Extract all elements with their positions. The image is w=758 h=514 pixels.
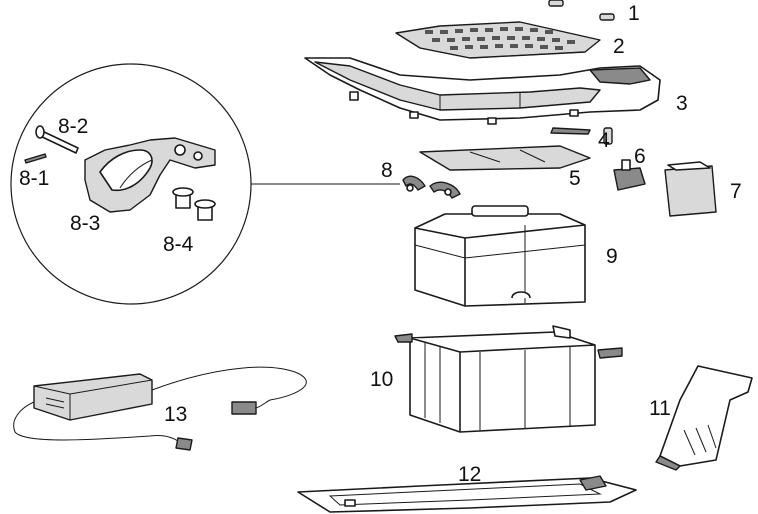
callout-13: 13 bbox=[164, 403, 187, 426]
part-3-upper-housing bbox=[304, 57, 661, 125]
part-10-battery-box bbox=[394, 325, 623, 433]
callout-8-4: 8-4 bbox=[163, 233, 194, 256]
part-8-4-bushings bbox=[172, 187, 216, 221]
part-8-3-bracket bbox=[84, 137, 216, 213]
callout-8-1: 8-1 bbox=[19, 167, 49, 190]
callout-5: 5 bbox=[569, 167, 581, 190]
part-7-cover bbox=[664, 161, 717, 217]
part-1-pins bbox=[548, 0, 615, 21]
callout-11: 11 bbox=[649, 397, 671, 420]
callout-8: 8 bbox=[381, 159, 393, 182]
callout-6: 6 bbox=[634, 145, 646, 168]
callout-9: 9 bbox=[606, 245, 618, 268]
part-8-1-split-pin bbox=[24, 153, 47, 164]
part-13-charger bbox=[13, 366, 307, 451]
detail-view-circle bbox=[10, 63, 252, 305]
part-8-2-pin bbox=[35, 125, 79, 154]
callout-2: 2 bbox=[613, 35, 625, 58]
part-4-bracket bbox=[550, 127, 613, 145]
callout-10: 10 bbox=[370, 368, 393, 391]
callout-1: 1 bbox=[628, 2, 640, 25]
part-12-base-tray bbox=[297, 475, 637, 513]
part-11-bracket bbox=[655, 365, 753, 471]
callout-7: 7 bbox=[730, 180, 742, 203]
callout-12: 12 bbox=[458, 463, 481, 486]
part-9-battery bbox=[414, 205, 586, 307]
callout-4: 4 bbox=[598, 129, 610, 152]
part-6-connector bbox=[613, 159, 646, 191]
part-2-grid-cover bbox=[395, 21, 601, 59]
part-8-clips bbox=[402, 175, 461, 199]
callout-8-3: 8-3 bbox=[70, 212, 100, 235]
part-5-mounting-plate bbox=[419, 145, 591, 171]
callout-8-2: 8-2 bbox=[58, 115, 88, 138]
callout-3: 3 bbox=[676, 92, 688, 115]
